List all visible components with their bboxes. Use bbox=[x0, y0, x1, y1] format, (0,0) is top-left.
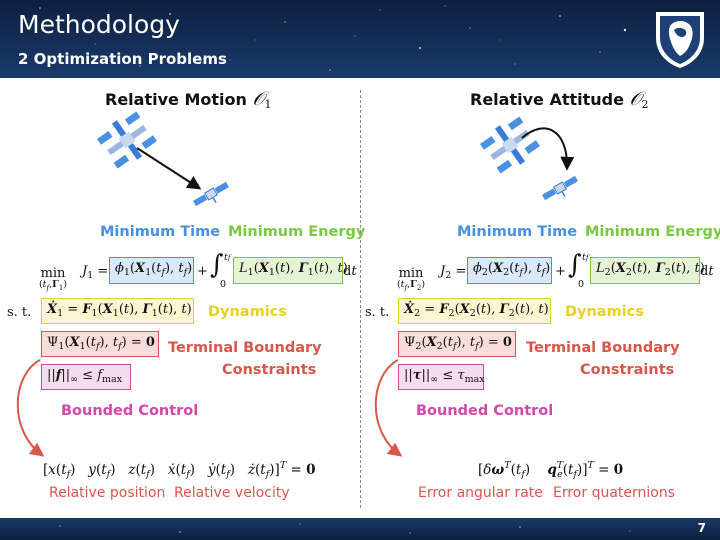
right-heading: Relative Attitude 𝒪2 bbox=[470, 88, 649, 111]
right-terminal-box: Ψ2(X2(tf), tf) = 0 bbox=[398, 331, 516, 357]
left-label-minimum-time: Minimum Time bbox=[100, 224, 221, 240]
left-label-bounded: Bounded Control bbox=[61, 403, 199, 419]
right-chaser-satellite-icon bbox=[540, 174, 583, 207]
right-label-terminal-2: Constraints bbox=[580, 362, 675, 378]
right-integral-upper: tf bbox=[582, 252, 589, 263]
lion-shield-logo-icon bbox=[656, 12, 704, 68]
left-bounded-box: ||f||∞ ≤ fmax bbox=[41, 364, 131, 390]
left-integral-lower: 0 bbox=[220, 279, 227, 290]
right-integral-lower: 0 bbox=[578, 279, 585, 290]
left-cost-terminal-term: ϕ1(X1(tf), tf) bbox=[109, 257, 194, 284]
left-dynamics-box: Ẋ1 = F1(X1(t), Γ1(t), t) bbox=[41, 298, 194, 324]
left-subject-to: s. t. bbox=[7, 305, 32, 320]
right-attitude-arrow bbox=[521, 127, 575, 171]
right-dynamics-box: Ẋ2 = F2(X2(t), Γ2(t), t) bbox=[398, 298, 551, 324]
right-bounded-box: ||τ||∞ ≤ τmax bbox=[398, 364, 485, 390]
right-label-dynamics: Dynamics bbox=[565, 304, 644, 320]
page-number: 7 bbox=[697, 521, 706, 535]
right-state-vector: [δωT(tf) qTe(tf)]T = 0 bbox=[478, 460, 624, 480]
left-label-terminal-2: Constraints bbox=[222, 362, 317, 378]
right-integral-sign: ∫ bbox=[568, 250, 582, 280]
right-label-bounded: Bounded Control bbox=[416, 403, 554, 419]
left-state-vector: [x(tf) y(tf) z(tf) ẋ(tf) ẏ(tf) ż(tf)]T =… bbox=[43, 460, 316, 480]
left-min-operator: min(tf,Γ1) bbox=[38, 266, 68, 292]
starfield-decoration bbox=[39, 5, 627, 71]
left-integral-upper: tf bbox=[224, 252, 231, 263]
left-plus-sign: + bbox=[197, 264, 208, 279]
slide-subtitle: 2 Optimization Problems bbox=[18, 50, 227, 68]
left-cost-lhs: J1 = bbox=[82, 264, 109, 281]
right-min-operator: min(tf,Γ2) bbox=[396, 266, 426, 292]
left-chaser-satellite-icon bbox=[191, 180, 234, 213]
left-caption-position: Relative position bbox=[49, 485, 166, 501]
left-terminal-box: Ψ1(X1(tf), tf) = 0 bbox=[41, 331, 159, 357]
slide-title: Methodology bbox=[18, 10, 180, 39]
right-dt: dt bbox=[700, 264, 714, 279]
left-dt: dt bbox=[343, 264, 357, 279]
left-motion-arrow bbox=[136, 147, 202, 190]
column-divider bbox=[360, 90, 361, 508]
right-label-minimum-time: Minimum Time bbox=[457, 224, 578, 240]
right-caption-quaternions: Error quaternions bbox=[553, 485, 676, 501]
right-cost-terminal-term: ϕ2(X2(tf), tf) bbox=[467, 257, 552, 284]
right-terminal-arrow bbox=[374, 359, 403, 457]
right-label-terminal-1: Terminal Boundary bbox=[526, 340, 680, 356]
slide-footer: 7 bbox=[0, 518, 720, 540]
footer-starfield-decoration bbox=[59, 523, 631, 534]
left-label-minimum-energy: Minimum Energy bbox=[228, 224, 366, 240]
left-caption-velocity: Relative velocity bbox=[174, 485, 290, 501]
right-station-icon bbox=[477, 113, 543, 177]
right-subject-to: s. t. bbox=[365, 305, 390, 320]
slide-header: Methodology 2 Optimization Problems bbox=[0, 0, 720, 78]
left-terminal-arrow bbox=[16, 359, 45, 457]
right-label-minimum-energy: Minimum Energy bbox=[585, 224, 720, 240]
left-integral-sign: ∫ bbox=[210, 250, 224, 280]
right-cost-lhs: J2 = bbox=[440, 264, 467, 281]
right-cost-running-term: L2(X2(t), Γ2(t), t) bbox=[590, 257, 705, 284]
left-station-icon bbox=[94, 108, 160, 172]
right-plus-sign: + bbox=[555, 264, 566, 279]
left-cost-running-term: L1(X1(t), Γ1(t), t) bbox=[233, 257, 348, 284]
right-caption-rate: Error angular rate bbox=[418, 485, 543, 501]
left-label-terminal-1: Terminal Boundary bbox=[168, 340, 322, 356]
left-heading: Relative Motion 𝒪1 bbox=[105, 88, 272, 111]
left-label-dynamics: Dynamics bbox=[208, 304, 287, 320]
